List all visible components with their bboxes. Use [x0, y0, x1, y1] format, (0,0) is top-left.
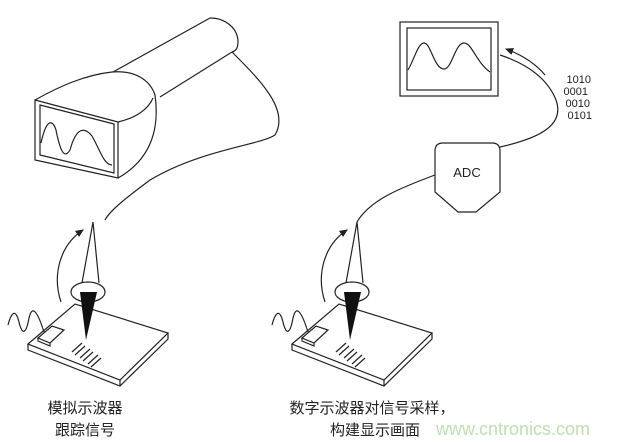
- digital-scope-monitor: [399, 21, 499, 97]
- svg-text:0101: 0101: [568, 110, 592, 122]
- digital-cable: [499, 54, 559, 148]
- analog-scope-crt: [34, 17, 280, 221]
- data-flow-arrow: [504, 48, 546, 76]
- right-caption-line1: 数字示波器对信号采样，: [289, 399, 454, 417]
- adc-block: ADC: [434, 142, 501, 213]
- left-caption-line1: 模拟示波器: [47, 399, 122, 417]
- digital-probe-board: [272, 222, 432, 386]
- binary-data: 1010 0001 0010 0101: [564, 74, 592, 122]
- watermark: www.cntronics.com: [435, 419, 590, 439]
- svg-text:1010: 1010: [567, 74, 591, 86]
- svg-text:0010: 0010: [566, 98, 590, 110]
- right-caption-line2: 构建显示画面: [330, 421, 420, 439]
- probe-cable: [356, 174, 436, 223]
- adc-label: ADC: [453, 165, 480, 180]
- left-caption-line2: 跟踪信号: [55, 421, 115, 439]
- svg-text:0001: 0001: [564, 86, 588, 98]
- analog-probe-board: [8, 222, 168, 386]
